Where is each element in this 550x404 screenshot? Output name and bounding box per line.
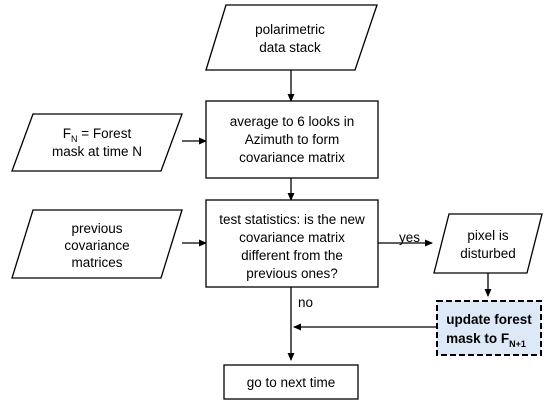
node-label: mask at time N: [52, 144, 142, 159]
node-label: matrices: [71, 255, 122, 270]
node-forest-mask: FN = Forest mask at time N: [11, 113, 183, 172]
node-label: previous: [71, 221, 122, 236]
node-test-statistics: test statistics: is the new covariance m…: [205, 199, 379, 288]
node-label: mask to FN+1: [446, 331, 526, 349]
node-pixel-disturbed: pixel is disturbed: [433, 213, 543, 274]
node-label: covariance matrix: [239, 150, 345, 165]
node-label: update forest: [446, 312, 532, 327]
node-polarimetric-data-stack: polarimetric data stack: [205, 4, 378, 71]
node-label: different from the: [241, 248, 343, 263]
node-label: covariance matrix: [239, 230, 345, 245]
node-previous-matrices: previous covariance matrices: [11, 209, 183, 279]
node-label: go to next time: [247, 375, 336, 390]
node-label: pixel is: [467, 228, 509, 243]
node-label: polarimetric: [255, 22, 325, 37]
node-label: covariance: [64, 238, 129, 253]
edge-label-yes: yes: [399, 230, 420, 245]
node-update-forest-mask: update forest mask to FN+1: [436, 300, 542, 356]
node-label: disturbed: [460, 246, 516, 261]
node-average: average to 6 looks in Azimuth to form co…: [205, 100, 379, 179]
node-go-to-next-time: go to next time: [223, 364, 359, 400]
node-label: data stack: [259, 40, 321, 55]
node-label: test statistics: is the new: [219, 212, 365, 227]
node-label: average to 6 looks in: [230, 114, 355, 129]
node-label: previous ones?: [246, 266, 338, 281]
node-label: Azimuth to form: [245, 132, 340, 147]
node-label: FN = Forest: [63, 126, 132, 144]
edge-label-no: no: [298, 295, 313, 310]
